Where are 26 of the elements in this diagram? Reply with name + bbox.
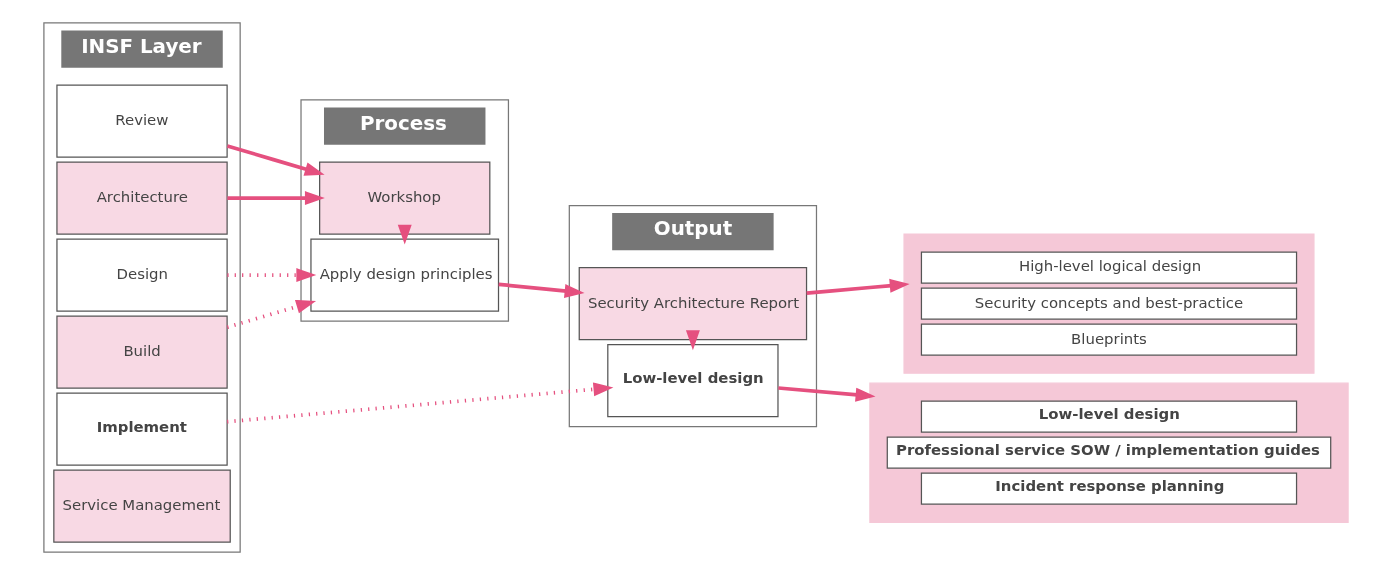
node-box: Incident response planning (920, 472, 1298, 505)
node-box: Security concepts and best-practice (920, 287, 1298, 320)
cluster (869, 382, 1349, 523)
node-box: High-level logical design (920, 251, 1298, 284)
node-box: Low-level design (920, 400, 1298, 433)
arrow (227, 268, 317, 283)
arrow (226, 299, 317, 329)
cluster (903, 233, 1315, 374)
node-box: Design (56, 238, 228, 312)
arrow (685, 330, 700, 351)
arrow (778, 386, 876, 402)
node-box: Architecture (56, 161, 228, 235)
node-box: Build (56, 315, 228, 389)
node-box: Implement (56, 392, 228, 466)
node-box: Service Management (53, 469, 231, 543)
node-box: Blueprints (920, 323, 1298, 356)
arrow (227, 191, 325, 206)
arrow (227, 382, 614, 424)
arrow (498, 282, 585, 298)
arrow (806, 278, 910, 296)
node-box: Review (56, 84, 228, 158)
arrow (397, 224, 412, 245)
node-box: Low-level design (607, 344, 779, 418)
arrow (226, 144, 325, 176)
node-box: Apply design principles (310, 238, 500, 312)
node-box: Professional service SOW / implementation guides (886, 436, 1332, 469)
